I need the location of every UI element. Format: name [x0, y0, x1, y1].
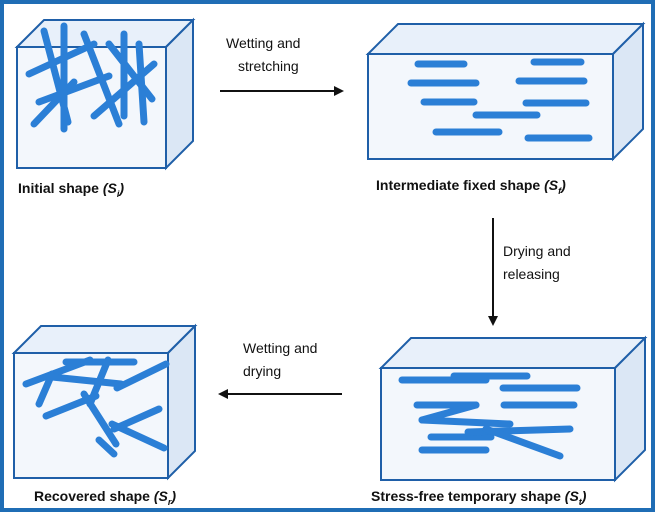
step-line: Wetting and [243, 340, 318, 356]
intermediate-shape-fibers [407, 58, 593, 142]
recovered-shape-fibers [22, 356, 170, 458]
diagram-art [11, 17, 648, 483]
label-recovered-shape: Recovered shape (Sr) [34, 488, 177, 507]
step-line: Drying and [503, 243, 571, 259]
temporary-shape-fibers [398, 372, 581, 460]
step-line: Wetting and [226, 35, 301, 51]
intermediate-shape-box [365, 21, 646, 162]
label-initial-shape: Initial shape (Si) [18, 180, 125, 199]
step-line: releasing [503, 266, 560, 282]
step-wetting-stretching: Wetting and stretching [226, 32, 300, 78]
step-line: drying [243, 363, 282, 379]
initial-shape-fibers [25, 22, 158, 133]
step-wetting-drying: Wetting and drying [243, 337, 317, 383]
step-line: stretching [238, 58, 299, 74]
label-intermediate-shape: Intermediate fixed shape (Sf) [376, 177, 566, 196]
step-drying-releasing: Drying and releasing [503, 240, 571, 286]
temporary-shape-box [378, 335, 648, 483]
label-temporary-shape: Stress-free temporary shape (St) [371, 488, 587, 507]
